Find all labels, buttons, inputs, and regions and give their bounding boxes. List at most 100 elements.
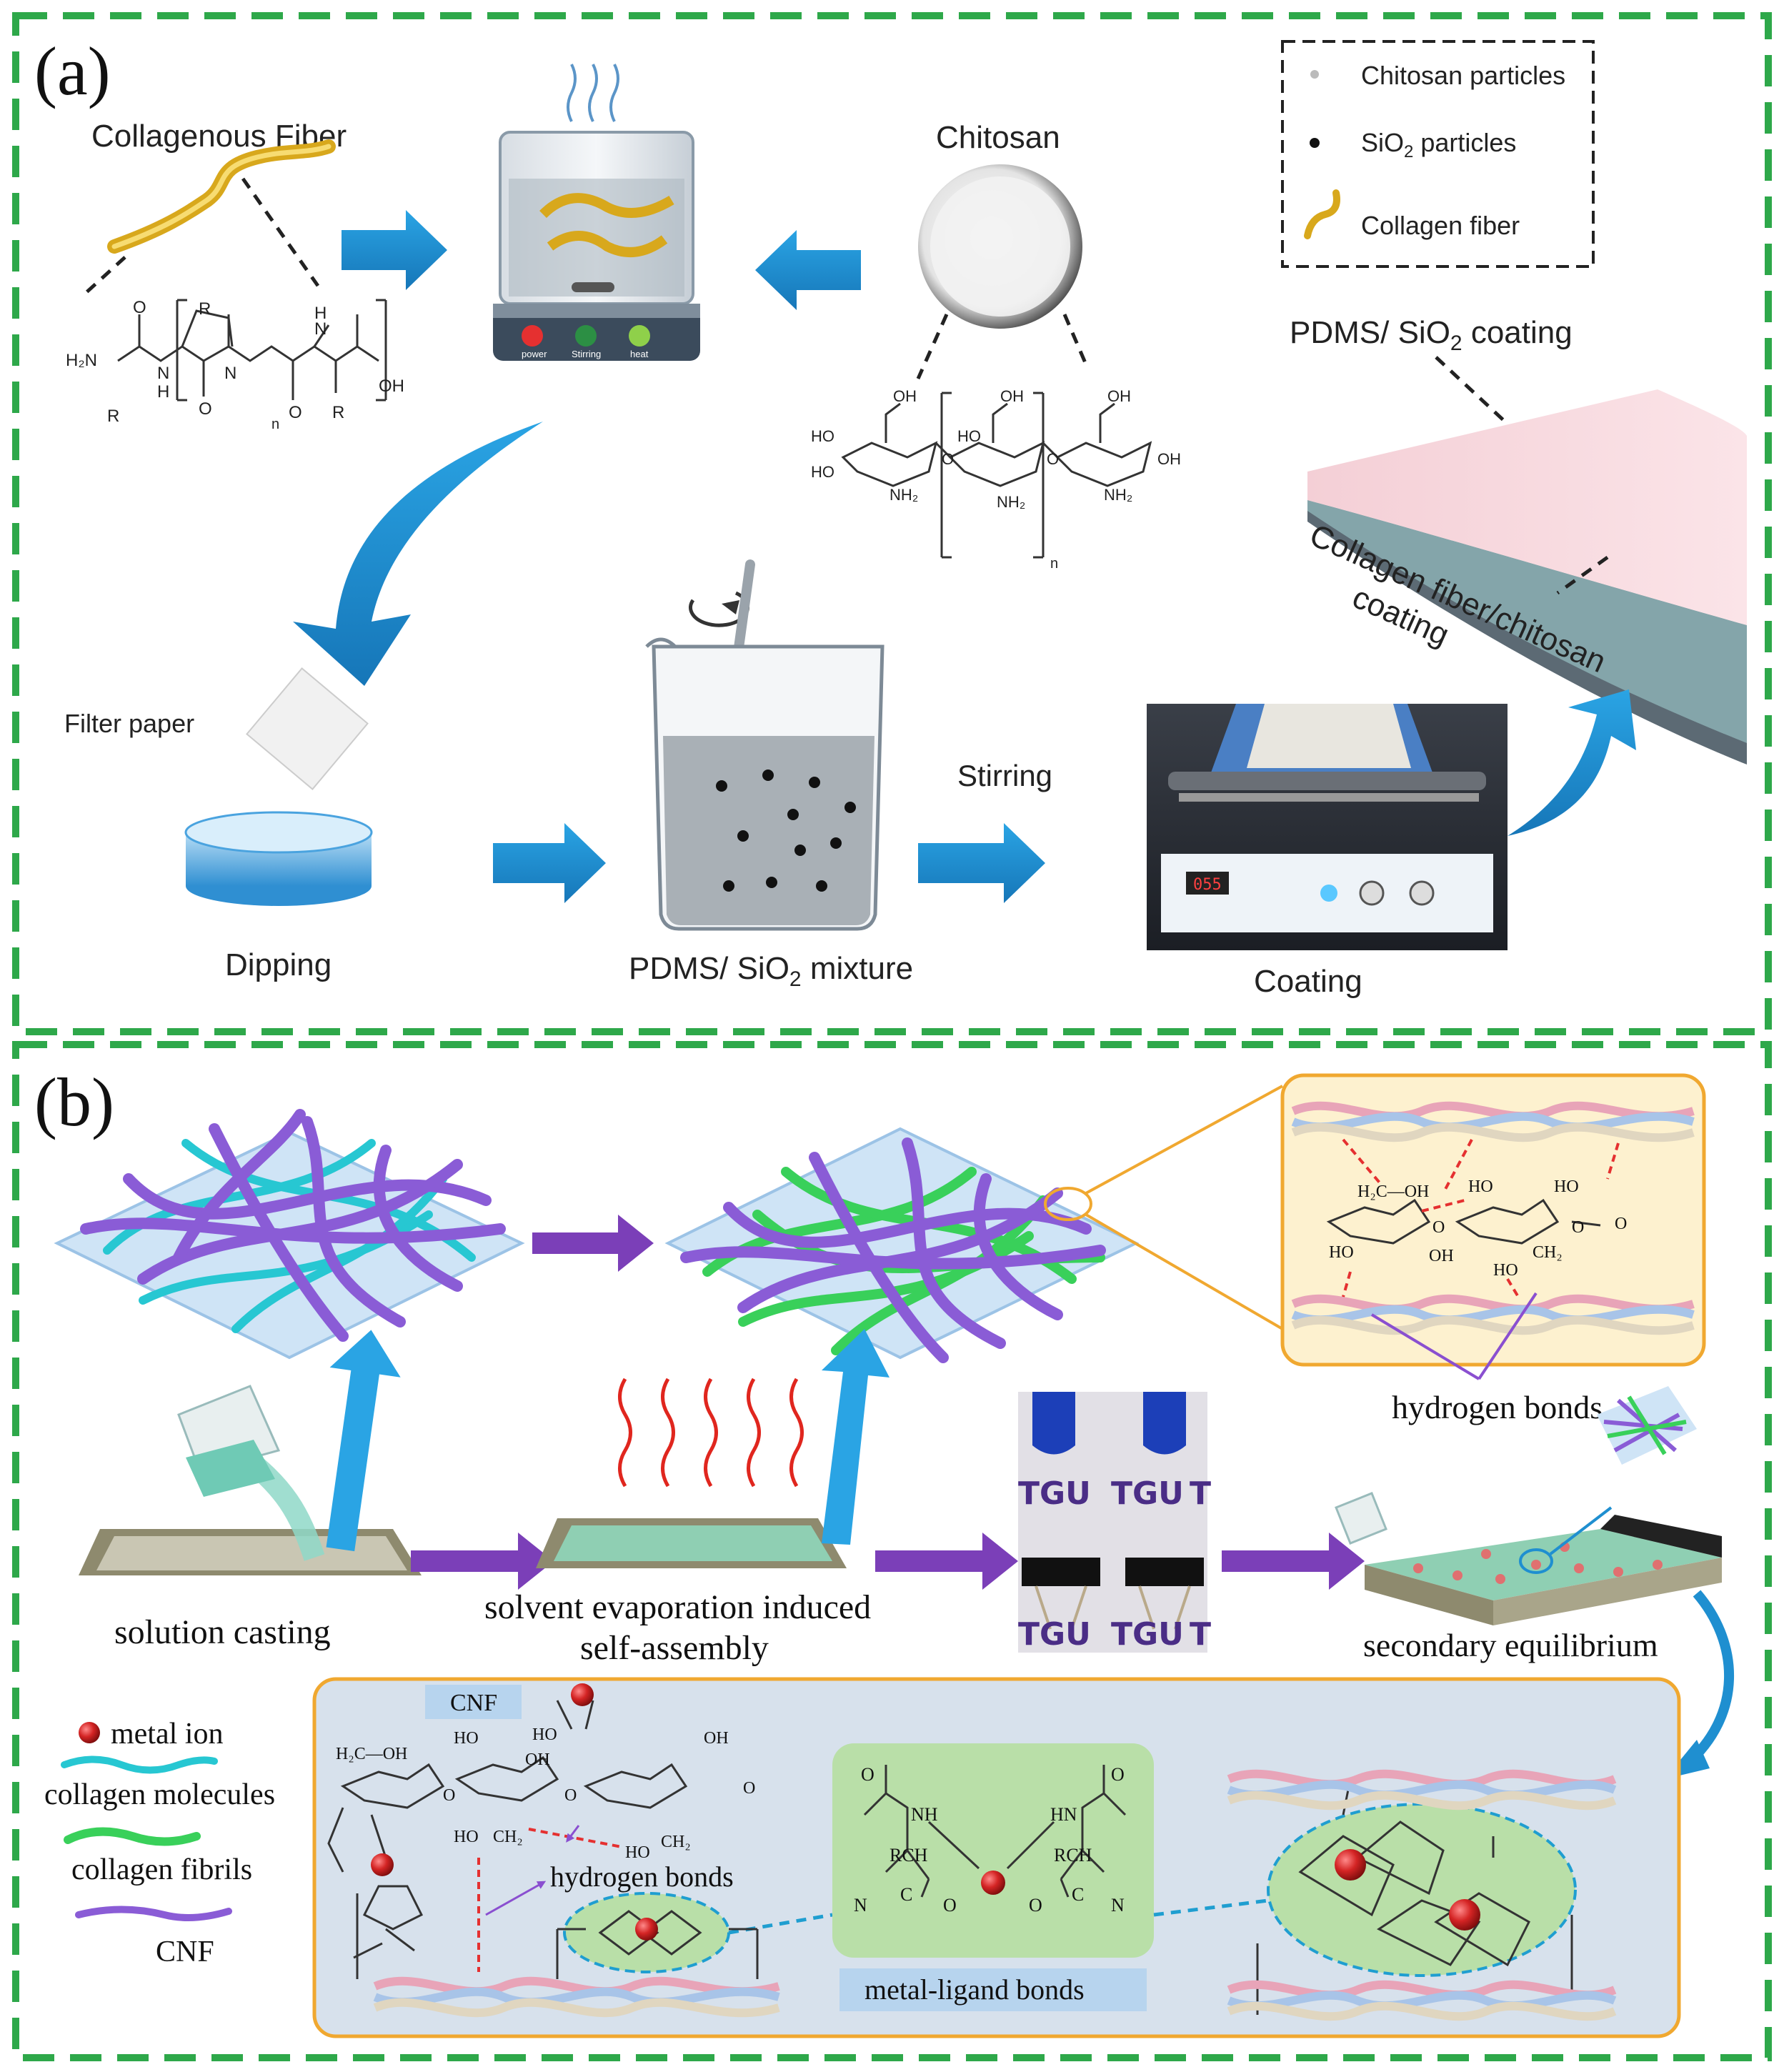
- collagen-n2: N: [224, 364, 236, 383]
- solvent-evaporation-tray: [536, 1378, 847, 1568]
- chem-bottom-o2: O: [564, 1786, 577, 1805]
- collagen-o2: O: [199, 399, 212, 419]
- legend-collagen-molecules: collagen molecules: [44, 1778, 275, 1811]
- solvent-evaporation-line2: self-assembly: [580, 1629, 769, 1667]
- arrow-collagen-to-stirrer: [342, 210, 447, 290]
- collagen-r2: R: [199, 299, 211, 319]
- chem-top-ch2: CH₂: [1533, 1243, 1563, 1262]
- pdms-coating-label: PDMS/ SiO2 coating: [1290, 315, 1573, 355]
- secondary-equilibrium-tray: [1335, 1386, 1722, 1625]
- ligand-hn: HN: [1050, 1804, 1077, 1825]
- ligand-structure: [863, 1765, 1127, 1898]
- sio2-particles-in-beaker: [716, 769, 856, 892]
- chem-bottom-ho3: HO: [454, 1828, 479, 1846]
- secondary-equilibrium-label: secondary equilibrium: [1363, 1627, 1658, 1663]
- collagen-fibril-icon: [64, 1827, 201, 1846]
- photo-tgu-2: TGU: [1111, 1475, 1184, 1512]
- magnetic-stirrer-beaker: [493, 64, 700, 361]
- collagen-h1: H: [157, 382, 169, 402]
- cnf-tag: [425, 1685, 522, 1719]
- chitosan-o2: O: [1047, 450, 1059, 468]
- collagen-triple-helix-bottom: [1291, 1294, 1695, 1335]
- coater-display: 055: [1193, 876, 1222, 894]
- metal-ion-bottom-left: [371, 1853, 394, 1876]
- chem-bottom-ho4: HO: [625, 1843, 650, 1862]
- chitosan-label: Chitosan: [936, 120, 1060, 155]
- legend-cnf: CNF: [156, 1936, 214, 1968]
- collagen-h3: H: [314, 304, 327, 323]
- collagen-o1: O: [133, 298, 146, 317]
- ligand-labels: O O NH HN RCH RCH N C O O C N: [854, 1764, 1125, 1916]
- coated-sheet-illustration: [1307, 389, 1747, 764]
- collagen-h2n: H₂N: [66, 351, 97, 370]
- chitosan-particle-icon: [1310, 70, 1319, 79]
- hydrogen-bonds-bottom-label: hydrogen bonds: [550, 1861, 734, 1893]
- ligand-o4: O: [1029, 1895, 1042, 1916]
- metal-ion-ligand: [981, 1871, 1005, 1895]
- ligand-n2: N: [1111, 1895, 1125, 1916]
- mixture-beaker: [645, 559, 884, 931]
- collagen-o3: O: [289, 403, 302, 422]
- collagen-r1: R: [107, 407, 119, 426]
- collagen-chemical-structure: [117, 299, 387, 402]
- photo-t-2: T: [1190, 1616, 1211, 1653]
- stirrer-btn-heat: heat: [630, 349, 649, 359]
- chem-top-h2c-oh: H₂C—OH: [1357, 1182, 1429, 1201]
- chitosan-ho3: HO: [957, 427, 981, 445]
- ligand-n1: N: [854, 1895, 867, 1916]
- chem-top-ho3: HO: [1329, 1243, 1354, 1262]
- arrow-network-to-network: [532, 1215, 654, 1272]
- chem-top-ho4: HO: [1493, 1261, 1518, 1280]
- legend-metal-ion: metal ion: [111, 1718, 223, 1750]
- chem-bottom-labels: H₂C—OH HO HO OH OH O O O HO CH₂ HO CH₂: [336, 1725, 755, 1862]
- arrow-evaporation-to-photo: [875, 1533, 1018, 1590]
- stirrer-btn-stirring: Stirring: [572, 349, 601, 359]
- ligand-c2: C: [1072, 1884, 1084, 1905]
- ligand-o1: O: [861, 1764, 874, 1785]
- panel-a-label: (a): [34, 33, 111, 109]
- chem-top-labels: H₂C—OH HO HO O OH HO CH₂ HO O O: [1329, 1177, 1627, 1280]
- metal-ion-right-2: [1449, 1899, 1480, 1931]
- arrow-stirring-to-coating: [918, 823, 1045, 903]
- collagen-helix-bottom-right-top: [1227, 1769, 1617, 1810]
- photo-tgu-1: TGU: [1018, 1475, 1091, 1512]
- arrow-chitosan-to-stirrer: [755, 230, 861, 310]
- collagen-fiber-icon: [1304, 189, 1340, 239]
- metal-ion-chelate-small: [635, 1918, 658, 1941]
- photo-t-1: T: [1190, 1475, 1211, 1512]
- anchor-lines-bottom-left: [556, 1928, 759, 1979]
- cnf-collagen-network-1: [54, 1109, 525, 1360]
- cnf-icon: [75, 1906, 232, 1921]
- chem-top-o2: O: [1572, 1218, 1584, 1237]
- arrow-photo-to-equilibrium: [1222, 1533, 1365, 1590]
- collagen-helix-bottom-left: [373, 1976, 780, 2018]
- chitosan-o1: O: [942, 450, 954, 468]
- chitosan-nh2-3: NH₂: [1104, 486, 1132, 504]
- cnf-collagen-network-2: [664, 1127, 1140, 1363]
- solvent-evaporation-line1: solvent evaporation induced: [484, 1588, 871, 1626]
- stirring-label: Stirring: [957, 759, 1052, 792]
- chitosan-nh2-1: NH₂: [889, 486, 918, 504]
- chem-bottom-ho1: HO: [454, 1729, 479, 1748]
- metal-ion-top-cnf: [571, 1683, 594, 1706]
- sio2-particle-icon: [1310, 138, 1320, 148]
- arrow-dipping-to-mixture: [493, 823, 606, 903]
- hydrogen-bond-zoom-box: [1280, 1073, 1706, 1367]
- chitosan-oh2: OH: [1000, 387, 1024, 405]
- ligand-o2: O: [1111, 1764, 1125, 1785]
- stirrer-button-labels: power Stirring heat: [522, 349, 649, 359]
- arrow-casting-up: [326, 1330, 401, 1552]
- cnf-tag-label: CNF: [450, 1690, 497, 1716]
- petri-dish: [184, 811, 373, 906]
- collagen-sub-n: n: [271, 417, 279, 432]
- hydrogen-bond-lines-bottom: [477, 1828, 622, 1972]
- legend-chitosan-particles: Chitosan particles: [1361, 61, 1565, 90]
- stirrer-btn-power: power: [522, 349, 547, 359]
- legend-collagen-fiber: Collagen fiber: [1361, 211, 1520, 240]
- chem-bottom-oh1: OH: [525, 1750, 550, 1769]
- chem-top-ho2: HO: [1554, 1177, 1579, 1196]
- hydrogen-bond-lines-top: [1342, 1138, 1620, 1298]
- chitosan-oh1: OH: [893, 387, 917, 405]
- panel-a-frame: [12, 12, 1772, 1035]
- collagen-structure-labels: H₂N R O N H R O N O N H R OH n: [66, 298, 404, 432]
